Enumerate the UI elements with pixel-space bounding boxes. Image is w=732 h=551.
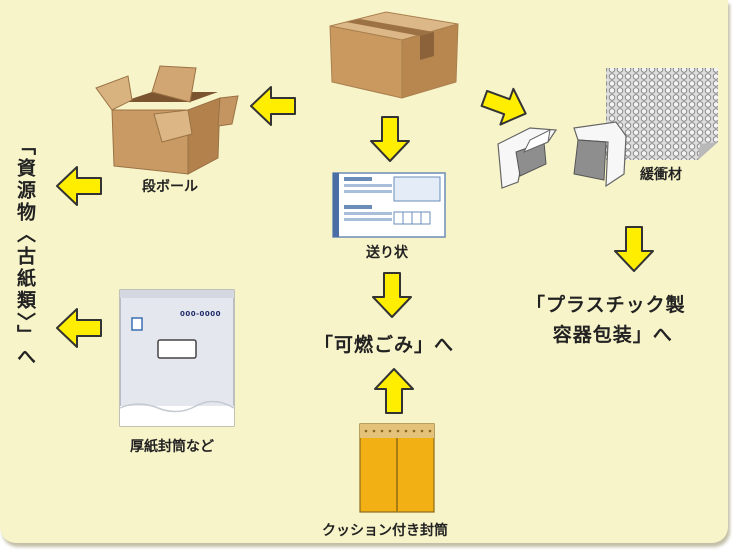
bubble-wrap-image — [606, 68, 718, 160]
plastic-destination: 「プラスチック製 容器包装」へ — [526, 290, 686, 350]
plastic-destination-line1: 「プラスチック製 — [526, 294, 686, 316]
shipping-slip-label: 送り状 — [366, 245, 408, 261]
thick-envelope-image — [119, 289, 235, 427]
resources-destination: 「資源物〈古紙類〉」へ — [14, 136, 36, 369]
envelope-postal-code: 000-0000 — [180, 310, 221, 318]
arrow-to-cushioning — [480, 87, 527, 126]
arrow-cardboard-to-resources — [56, 166, 102, 206]
cushion-envelope-label: クッション付き封筒 — [322, 523, 448, 539]
cushioning-label: 緩衝材 — [640, 167, 682, 183]
cardboard-label: 段ボール — [142, 179, 198, 195]
arrow-to-shipping-slip — [370, 116, 410, 162]
closed-box-image — [329, 11, 459, 99]
burnable-destination: 「可燃ごみ」へ — [314, 334, 455, 356]
arrow-slip-to-burnable — [372, 272, 412, 318]
open-cardboard-box-image — [95, 65, 239, 175]
arrow-envelope-to-burnable — [374, 368, 414, 414]
foam-cushion-image — [497, 121, 627, 189]
plastic-destination-line2: 容器包装」へ — [552, 324, 673, 346]
thick-envelope-label: 厚紙封筒など — [130, 439, 214, 455]
shipping-slip-image — [332, 172, 446, 238]
arrow-to-cardboard — [250, 86, 296, 126]
cushion-envelope-image — [359, 423, 435, 513]
arrow-cushioning-to-plastic — [614, 226, 654, 272]
arrow-envelope-to-resources — [56, 308, 102, 348]
